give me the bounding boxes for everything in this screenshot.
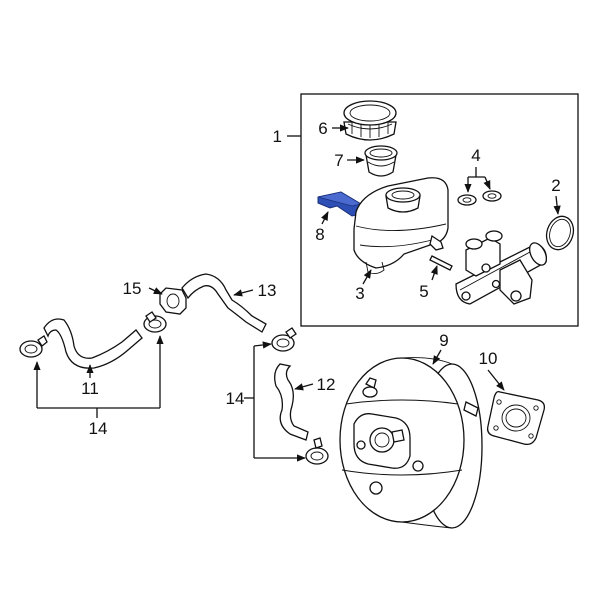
part-6-reservoir-cap[interactable] <box>343 100 397 141</box>
part-15-bracket[interactable] <box>159 287 187 315</box>
part-9-brake-booster[interactable] <box>339 357 483 529</box>
callout-2: 2 <box>551 176 560 195</box>
callout-8: 8 <box>315 225 324 244</box>
hose-clamp-lower[interactable] <box>305 437 329 465</box>
callout-12: 12 <box>317 375 336 394</box>
part-10-gasket[interactable] <box>486 390 546 446</box>
callout-1: 1 <box>273 127 282 146</box>
callout-9: 9 <box>439 331 448 350</box>
part-4-grommet-left[interactable] <box>457 194 477 206</box>
callout-14-left: 14 <box>89 419 108 438</box>
part-13-vacuum-hose[interactable] <box>181 273 267 333</box>
callout-7: 7 <box>334 151 343 170</box>
part-2-o-ring[interactable] <box>542 213 577 253</box>
part-3-fluid-reservoir[interactable] <box>353 177 449 275</box>
callout-5: 5 <box>419 282 428 301</box>
master-cylinder-group-box <box>300 93 579 327</box>
callout-15: 15 <box>123 279 142 298</box>
callout-11: 11 <box>81 379 99 398</box>
part-7-strainer[interactable] <box>364 145 398 177</box>
callout-14-right: 14 <box>226 389 245 408</box>
callout-13: 13 <box>258 281 277 300</box>
hose-clamp-upper[interactable] <box>271 327 297 352</box>
part-12-hose[interactable] <box>274 363 309 441</box>
part-8-highlighted-seal[interactable] <box>317 191 363 217</box>
callout-3: 3 <box>355 284 364 303</box>
master-cylinder-body[interactable] <box>455 230 550 305</box>
part-4-grommet-right[interactable] <box>482 190 502 202</box>
hose-clamp-left-a[interactable] <box>19 335 48 358</box>
part-5-pin[interactable] <box>429 255 453 271</box>
part-11-hose[interactable] <box>43 318 143 369</box>
callout-6: 6 <box>318 119 327 138</box>
callout-4: 4 <box>471 146 480 165</box>
callout-10: 10 <box>479 349 498 368</box>
hose-clamp-left-b[interactable] <box>143 311 167 333</box>
